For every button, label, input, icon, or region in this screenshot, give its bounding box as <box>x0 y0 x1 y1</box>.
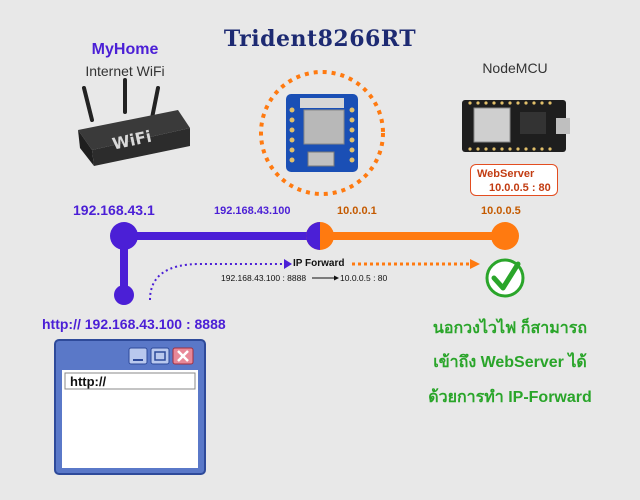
maximize-button-icon <box>150 347 170 365</box>
success-check-icon <box>485 258 525 298</box>
client-node <box>114 285 134 305</box>
browser-window <box>54 339 206 475</box>
webserver-label: WebServer <box>477 168 535 180</box>
webserver-box: WebServer 10.0.0.5 : 80 <box>470 164 558 196</box>
note-line-3: ด้วยการทำ IP-Forward <box>428 389 592 406</box>
trident-wifi-ip: 192.168.43.100 <box>214 205 291 217</box>
router-subtitle: Internet WiFi <box>85 63 165 79</box>
router-ip: 192.168.43.1 <box>73 202 155 218</box>
forward-to: 10.0.0.5 : 80 <box>340 273 388 283</box>
nodemcu-name: NodeMCU <box>482 60 548 76</box>
router-name: MyHome <box>91 41 159 58</box>
note-line-1: นอกวงไวไฟ ก็สามารถ <box>432 320 588 337</box>
forward-from: 192.168.43.100 : 8888 <box>221 273 307 283</box>
wifi-router-icon: WiFi <box>78 78 190 166</box>
nodemcu-board-icon <box>462 100 570 152</box>
router-node <box>110 222 138 250</box>
forward-label: IP Forward <box>293 258 345 269</box>
note-line-2: เข้าถึง WebServer ได้ <box>433 354 587 371</box>
trident-highlight-circle <box>259 70 385 196</box>
trident-node <box>306 222 334 250</box>
browser-address-bar[interactable]: http:// <box>70 374 107 389</box>
client-url: http:// 192.168.43.100 : 8888 <box>42 316 226 332</box>
nodemcu-ip: 10.0.0.5 <box>481 205 521 217</box>
trident-board-icon <box>286 94 358 172</box>
trident-local-ip: 10.0.0.1 <box>337 205 377 217</box>
diagram-title: Trident8266RT <box>223 26 417 52</box>
nodemcu-node <box>491 222 519 250</box>
close-button-icon <box>172 347 194 365</box>
webserver-address: 10.0.0.5 : 80 <box>489 182 551 194</box>
minimize-button-icon <box>128 347 148 365</box>
